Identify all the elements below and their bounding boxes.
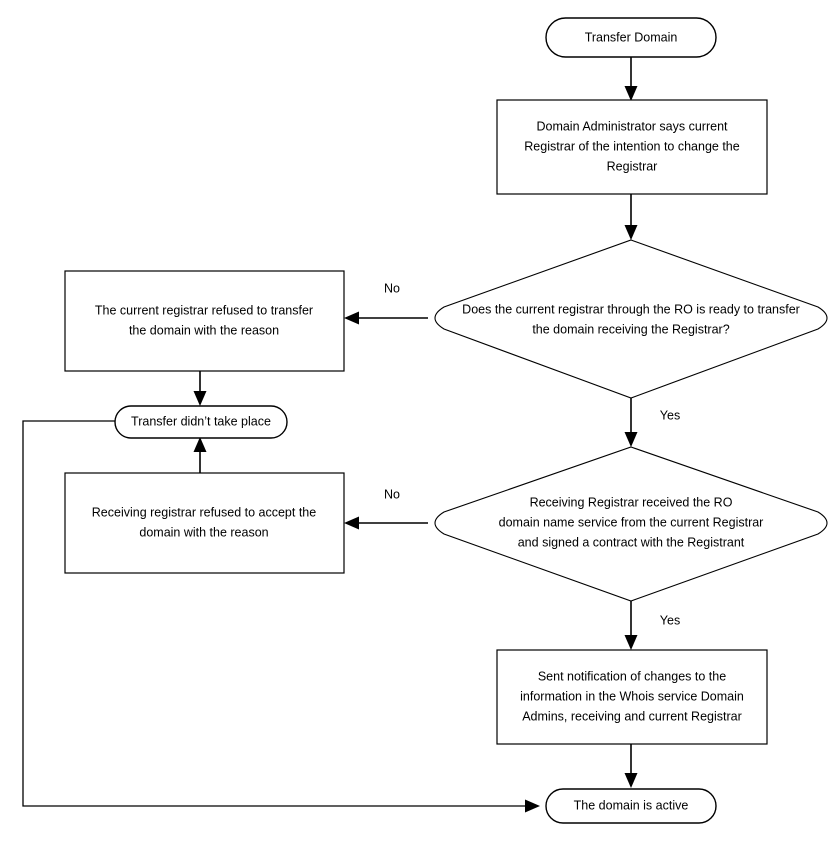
node-decision2-line-1: Receiving Registrar received the RO xyxy=(530,495,733,509)
node-notify-registrar[interactable]: Domain Administrator says current Regist… xyxy=(496,99,768,195)
node-notify-registrar-line-3: Registrar xyxy=(607,159,658,173)
node-start-label: Transfer Domain xyxy=(585,30,678,44)
node-transfer-failed-label: Transfer didn’t take place xyxy=(131,414,271,428)
process-shape xyxy=(496,99,768,195)
terminator-shape xyxy=(545,17,717,58)
node-current-refused[interactable]: The current registrar refused to transfe… xyxy=(64,270,345,372)
edge-start-to-notify xyxy=(624,57,638,101)
decision-shape xyxy=(434,446,828,602)
edge-notify-to-decision1 xyxy=(624,194,638,240)
arrow-head-icon xyxy=(344,311,359,325)
edge-decision2-no-to-receiving-refused: No xyxy=(344,487,428,530)
arrow-head-icon xyxy=(193,391,207,406)
node-current-refused-line-2: the domain with the reason xyxy=(129,323,279,337)
edge-label-yes-decision1: Yes xyxy=(660,408,680,422)
arrow-head-icon xyxy=(624,225,638,240)
node-decision2-line-3: and signed a contract with the Registran… xyxy=(518,535,745,549)
arrow-head-icon xyxy=(525,799,540,813)
terminator-shape xyxy=(545,788,717,824)
node-start-transfer-domain[interactable]: Transfer Domain xyxy=(545,17,717,58)
edge-label-no-decision1: No xyxy=(384,281,400,295)
connector-layer: No Yes No Yes xyxy=(22,57,680,813)
process-shape xyxy=(64,270,345,372)
arrow-head-icon xyxy=(624,635,638,650)
edge-sent-notification-to-domain-active xyxy=(624,744,638,788)
process-shape xyxy=(64,472,345,574)
edge-transfer-failed-to-domain-active xyxy=(22,420,540,813)
edge-receiving-refused-to-transfer-failed xyxy=(193,437,207,473)
arrow-head-icon xyxy=(624,773,638,788)
node-sent-notification-line-3: Admins, receiving and current Registrar xyxy=(522,709,742,723)
edge-decision1-yes-to-decision2: Yes xyxy=(624,398,680,447)
node-decision1-line-1: Does the current registrar through the R… xyxy=(462,302,800,316)
edge-current-refused-to-transfer-failed xyxy=(193,371,207,406)
node-decision2-line-2: domain name service from the current Reg… xyxy=(499,515,764,529)
decision-shape xyxy=(434,239,828,399)
terminator-shape xyxy=(114,405,288,439)
node-notify-registrar-line-2: Registrar of the intention to change the xyxy=(524,139,739,153)
node-domain-active[interactable]: The domain is active xyxy=(545,788,717,824)
node-transfer-failed[interactable]: Transfer didn’t take place xyxy=(114,405,288,439)
arrow-head-icon xyxy=(624,432,638,447)
node-receiving-refused-line-1: Receiving registrar refused to accept th… xyxy=(92,505,316,519)
node-sent-notification-line-1: Sent notification of changes to the xyxy=(538,669,726,683)
node-receiving-refused[interactable]: Receiving registrar refused to accept th… xyxy=(64,472,345,574)
edge-label-yes-decision2: Yes xyxy=(660,613,680,627)
arrow-head-icon xyxy=(344,516,359,530)
node-decision-receiving-registrar[interactable]: Receiving Registrar received the RO doma… xyxy=(434,446,828,602)
edge-label-no-decision2: No xyxy=(384,487,400,501)
node-notify-registrar-line-1: Domain Administrator says current xyxy=(536,119,728,133)
node-current-refused-line-1: The current registrar refused to transfe… xyxy=(95,303,313,317)
node-sent-notification-line-2: information in the Whois service Domain xyxy=(520,689,744,703)
process-shape xyxy=(496,649,768,745)
arrow-head-icon xyxy=(193,437,207,452)
node-domain-active-label: The domain is active xyxy=(574,798,689,812)
node-receiving-refused-line-2: domain with the reason xyxy=(139,525,268,539)
node-sent-notification[interactable]: Sent notification of changes to the info… xyxy=(496,649,768,745)
arrow-head-icon xyxy=(624,86,638,101)
edge-decision1-no-to-current-refused: No xyxy=(344,281,428,325)
node-decision-current-registrar[interactable]: Does the current registrar through the R… xyxy=(434,239,828,399)
node-decision1-line-2: the domain receiving the Registrar? xyxy=(532,322,729,336)
edge-decision2-yes-to-sent-notification: Yes xyxy=(624,601,680,650)
